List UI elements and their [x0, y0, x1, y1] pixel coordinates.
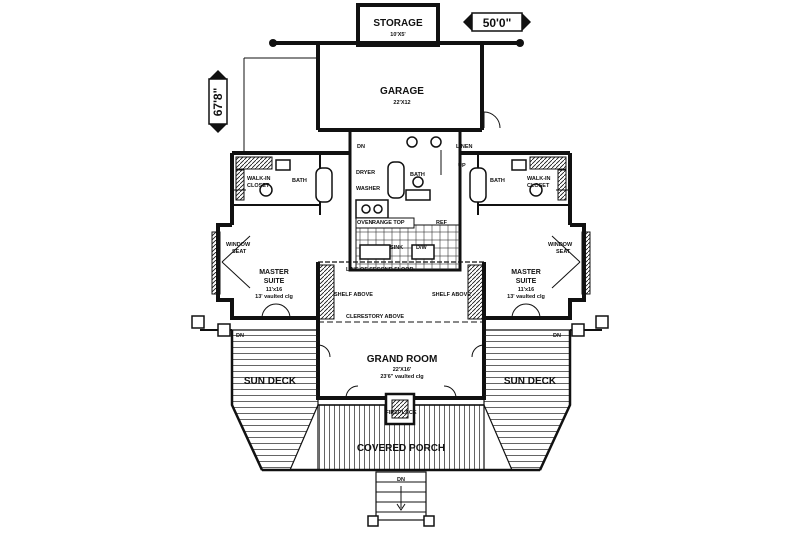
deck-rail [191, 315, 609, 337]
depth-dimension-text: 67'8" [211, 88, 225, 117]
shelves [317, 264, 485, 320]
line-second-floor-label: LINE OF SECOND FLOOR [346, 267, 414, 273]
width-dimension [463, 12, 531, 32]
bath-center-label: BATH [410, 172, 425, 178]
window-seat-left-line1: WINDOW [226, 242, 251, 248]
clerestory-label: CLERESTORY ABOVE [346, 314, 404, 320]
right-closet [529, 156, 567, 201]
master-left-ceiling: 13' vaulted clg [255, 294, 293, 300]
dn-left-label: DN [236, 333, 244, 339]
storage-label: STORAGE [373, 18, 423, 29]
dn-right-label: DN [553, 333, 561, 339]
master-right-line2: SUITE [516, 278, 537, 285]
grand-room-label: GRAND ROOM [367, 354, 438, 365]
center-core-fixtures [355, 136, 461, 271]
left-sun-deck [230, 329, 319, 471]
right-bath-fixtures [469, 159, 570, 203]
covered-porch [262, 404, 540, 472]
range-top-label: RANGE TOP [372, 220, 405, 226]
porch-stairs [367, 471, 435, 527]
sun-deck-right-label: SUN DECK [504, 376, 557, 387]
right-window-seat [551, 231, 591, 295]
dryer-label: DRYER [356, 170, 375, 176]
storage-size: 10'X5' [390, 32, 406, 38]
left-window-seat [211, 231, 251, 295]
walkin-right-line2: CLOSET [527, 183, 550, 189]
linen-label: LINEN [456, 144, 473, 150]
oven-label: OVEN [357, 220, 373, 226]
dn-porch-label: DN [397, 477, 405, 483]
sink-label: SINK [390, 245, 403, 251]
walkin-right-line1: WALK-IN [527, 176, 551, 182]
walkin-left-line1: WALK-IN [247, 176, 271, 182]
grand-room-doors [317, 344, 485, 399]
grand-room-size: 22'X16' [393, 367, 412, 373]
master-right-line1: MASTER [511, 269, 541, 276]
shelf-above-right-label: SHELF ABOVE [432, 292, 471, 298]
dn-top-label: DN [357, 144, 365, 150]
left-closet [235, 156, 273, 201]
master-left-line2: SUITE [264, 278, 285, 285]
master-left-line1: MASTER [259, 269, 289, 276]
width-dimension-text: 50'0" [483, 16, 512, 30]
right-sun-deck [483, 329, 572, 471]
suite-doors [261, 303, 541, 319]
bath-left-label: BATH [292, 178, 307, 184]
garage-size: 22'X12 [393, 100, 410, 106]
walkin-left-line2: CLOSET [247, 183, 270, 189]
window-seat-left-line2: SEAT [232, 249, 247, 255]
shelf-above-left-label: SHELF ABOVE [334, 292, 373, 298]
fireplace-label: FIREPLACE [385, 410, 417, 416]
master-right-size: 11'x16 [518, 287, 534, 293]
sun-deck-left-label: SUN DECK [244, 376, 297, 387]
window-seat-right-line2: SEAT [556, 249, 571, 255]
master-left-size: 11'x16 [266, 287, 282, 293]
up-label: UP [458, 163, 466, 169]
depth-dimension [208, 70, 228, 133]
left-bath-fixtures [232, 159, 333, 203]
garage-label: GARAGE [380, 86, 424, 97]
window-seat-right-line1: WINDOW [548, 242, 573, 248]
fireplace [384, 392, 416, 426]
washer-label: WASHER [356, 186, 380, 192]
dw-label: D/W [416, 245, 428, 251]
grand-room-ceiling: 23'6" vaulted clg [380, 374, 423, 380]
ref-label: REF [436, 220, 448, 226]
bath-right-label: BATH [490, 178, 505, 184]
master-right-ceiling: 13' vaulted clg [507, 294, 545, 300]
covered-porch-label: COVERED PORCH [357, 443, 445, 454]
